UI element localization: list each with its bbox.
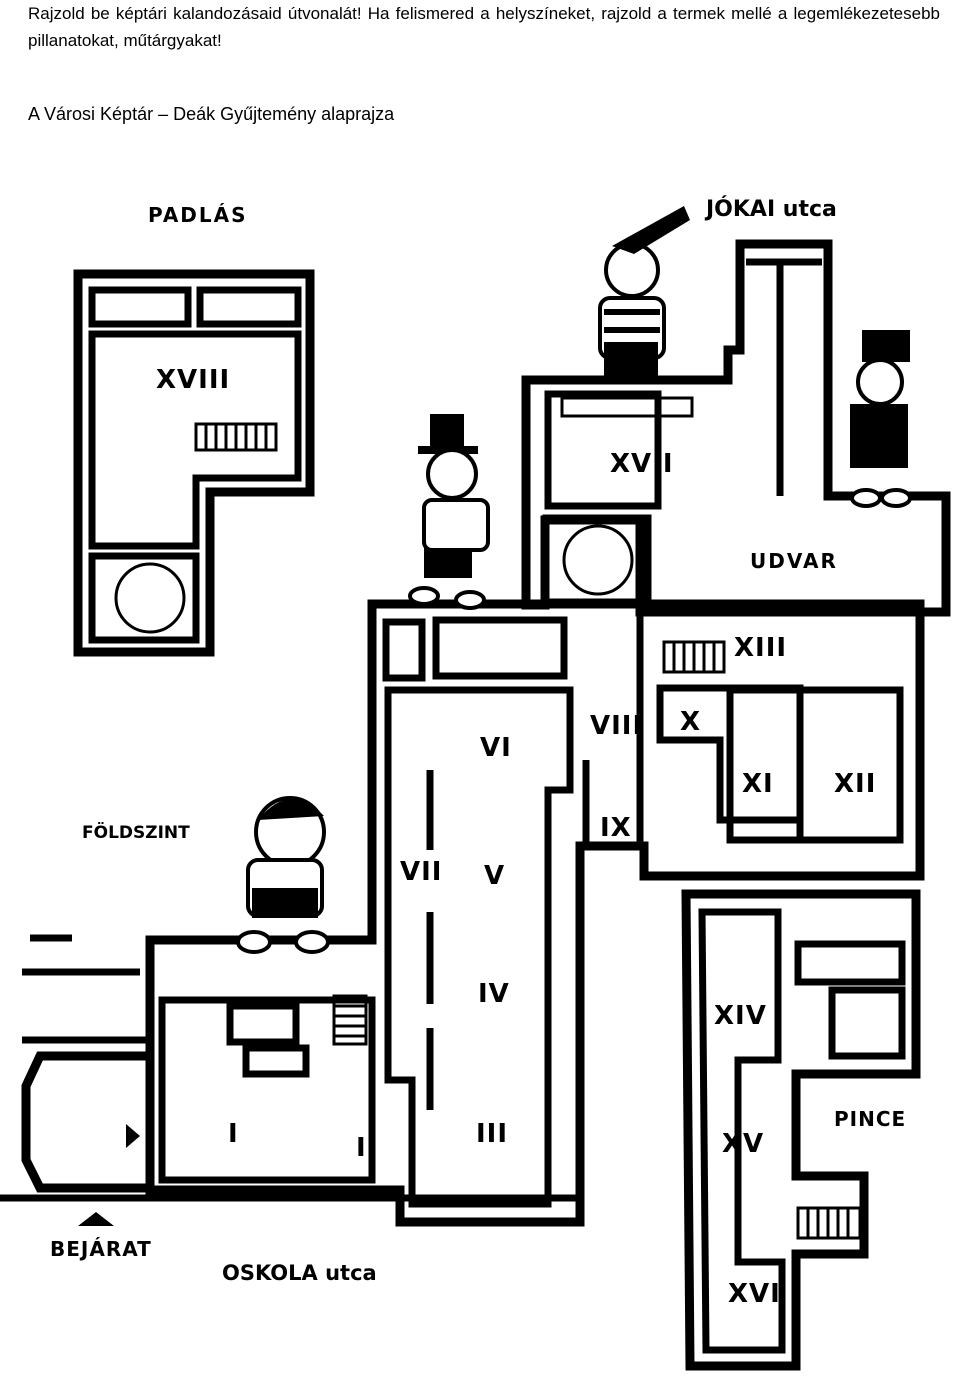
room-i: I: [228, 1119, 239, 1149]
room-xii: XII: [834, 769, 876, 799]
ground-floor: [0, 599, 925, 1227]
room-xviii: XVIII: [156, 365, 230, 395]
ground-floor-label: FÖLDSZINT: [82, 821, 190, 843]
room-iii: III: [476, 1119, 508, 1149]
intro-text: Rajzold be képtári kalandozásaid útvonal…: [28, 4, 940, 50]
room-xvi: XVI: [728, 1279, 781, 1309]
ground-stairs: [662, 640, 726, 674]
street-bottom-label: OSKOLA utca: [222, 1261, 377, 1285]
cellar-label: PINCE: [834, 1107, 906, 1131]
cellar-floor: [681, 889, 921, 1371]
street-top-label: JÓKAI utca: [704, 196, 837, 222]
room-x: X: [680, 707, 701, 737]
ground-stairs-2: [332, 994, 368, 1046]
entrance-label: BEJÁRAT: [50, 1237, 152, 1261]
room-vi: VI: [480, 733, 512, 763]
room-xvii: XVII: [610, 449, 674, 479]
room-ix: IX: [600, 813, 632, 843]
room-viii: VIII: [590, 711, 643, 741]
spiral-stair: [562, 524, 634, 596]
plan-title: A Városi Képtár – Deák Gyűjtemény alapra…: [28, 104, 395, 124]
cellar-stairs: [796, 1206, 862, 1240]
attic-label: PADLÁS: [148, 203, 248, 227]
boy-figure: [236, 796, 330, 954]
entrance-arrow: [126, 1124, 140, 1148]
room-iv: IV: [478, 979, 510, 1009]
room-ii: II: [356, 1133, 377, 1163]
room-v: V: [484, 861, 505, 891]
attic-stairs: [194, 422, 278, 452]
room-xiv: XIV: [714, 1001, 767, 1031]
attic-floor: [73, 269, 315, 657]
room-vii: VII: [400, 857, 442, 887]
room-xi: XI: [742, 769, 774, 799]
conductor-goblin-figure: [850, 330, 912, 508]
attic-spiral-stair: [114, 562, 186, 634]
top-hat-figure: [408, 414, 490, 610]
yard-label: UDVAR: [750, 549, 838, 573]
room-xv: XV: [722, 1129, 764, 1159]
goblin-figure: [598, 206, 690, 376]
entrance-marker-icon: [78, 1212, 114, 1226]
room-xiii: XIII: [734, 633, 787, 663]
